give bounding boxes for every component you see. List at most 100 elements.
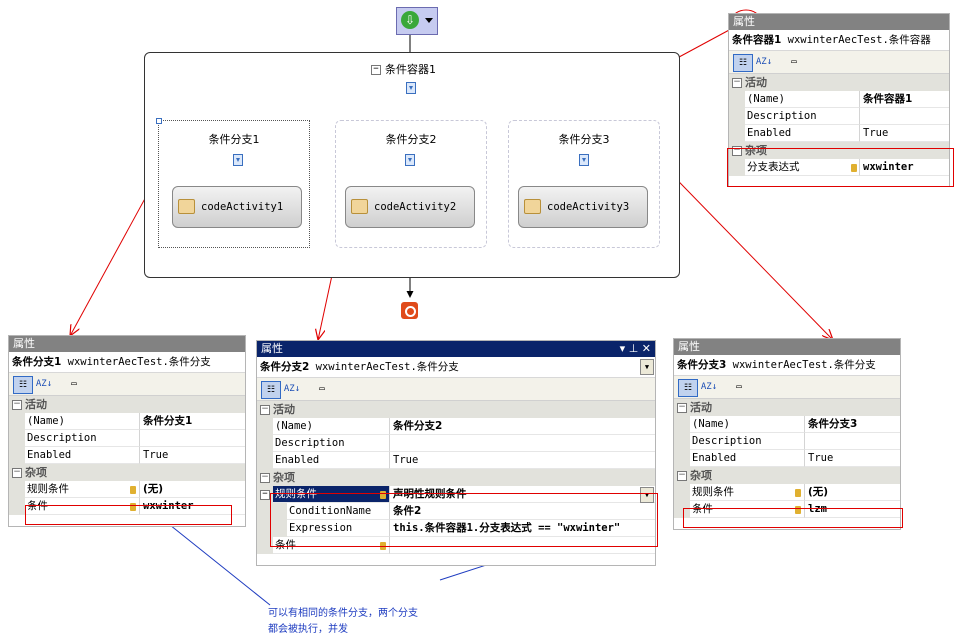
container-title: 条件容器1 [385, 63, 436, 76]
branch-title: 条件分支3 [558, 133, 610, 146]
activity-label: codeActivity2 [374, 201, 457, 213]
object-type: wxwinterAecTest.条件分支 [732, 359, 876, 371]
note-line-1: 可以有相同的条件分支，两个分支 [268, 608, 418, 619]
category-activity[interactable]: −活动 [9, 396, 245, 413]
lock-icon [130, 486, 136, 494]
panel-toolbar: ☷ AZ↓ ▭ [257, 378, 655, 401]
condition-branch-3[interactable]: 条件分支3 [508, 120, 660, 248]
categorized-icon[interactable]: ☷ [733, 54, 753, 72]
property-row[interactable]: (Name)条件分支3 [674, 416, 900, 433]
property-row[interactable]: (Name)条件分支1 [9, 413, 245, 430]
property-pages-icon[interactable]: ▭ [736, 382, 742, 392]
highlight-box [25, 505, 232, 525]
object-type: wxwinterAecTest.条件分支 [315, 361, 459, 373]
category-misc[interactable]: −杂项 [9, 464, 245, 481]
code-scroll-icon [178, 199, 195, 214]
object-name: 条件分支3 [677, 359, 727, 371]
object-selector[interactable]: 条件分支1 wxwinterAecTest.条件分支 [9, 352, 245, 373]
chevron-down-icon[interactable]: ▼ [640, 359, 654, 375]
panel-title: 属性 ▾ ⊥ ✕ [257, 341, 655, 357]
collapse-toggle-icon[interactable]: − [260, 490, 270, 500]
properties-panel-branch-2: 属性 ▾ ⊥ ✕ 条件分支2 wxwinterAecTest.条件分支 ▼ ☷ … [256, 340, 656, 566]
branch-title: 条件分支1 [208, 133, 260, 146]
object-name: 条件分支2 [260, 361, 310, 373]
property-pages-icon[interactable]: ▭ [71, 379, 77, 389]
code-activity-2[interactable]: codeActivity2 [345, 186, 475, 228]
object-type: wxwinterAecTest.条件容器 [787, 34, 931, 46]
condition-branch-2[interactable]: 条件分支2 [335, 120, 487, 248]
categorized-icon[interactable]: ☷ [261, 381, 281, 399]
note-line-2: 都会被执行，并发 [268, 624, 348, 635]
category-activity[interactable]: −活动 [257, 401, 655, 418]
property-row[interactable]: (Name)条件分支2 [257, 418, 655, 435]
object-name: 条件容器1 [732, 34, 782, 46]
alphabetical-icon[interactable]: AZ↓ [35, 379, 53, 389]
lock-icon [130, 503, 136, 511]
object-selector[interactable]: 条件容器1 wxwinterAecTest.条件容器 [729, 30, 949, 51]
panel-title: 属性 [9, 336, 245, 352]
object-name: 条件分支1 [12, 356, 62, 368]
category-activity[interactable]: −活动 [729, 74, 949, 91]
condition-branch-1[interactable]: 条件分支1 [156, 118, 310, 248]
collapse-toggle-icon[interactable]: − [371, 65, 381, 75]
property-pages-icon[interactable]: ▭ [319, 384, 325, 394]
end-activity-icon[interactable] [401, 302, 418, 319]
object-selector[interactable]: 条件分支2 wxwinterAecTest.条件分支 ▼ [257, 357, 655, 378]
lock-icon [851, 164, 857, 172]
highlight-box [270, 493, 658, 547]
code-activity-3[interactable]: codeActivity3 [518, 186, 648, 228]
alphabetical-icon[interactable]: AZ↓ [755, 57, 773, 67]
chevron-down-icon[interactable]: ▼ [640, 487, 654, 503]
property-row-rule-condition[interactable]: − 规则条件 声明性规则条件 ▼ [257, 486, 655, 503]
property-row[interactable]: 条件 [257, 537, 655, 554]
panel-title: 属性 [674, 339, 900, 355]
object-type: wxwinterAecTest.条件分支 [67, 356, 211, 368]
category-misc[interactable]: −杂项 [729, 142, 949, 159]
selection-handle[interactable] [156, 118, 162, 124]
property-row[interactable]: Description [9, 430, 245, 447]
annotation-note: 可以有相同的条件分支，两个分支 都会被执行，并发 [268, 606, 418, 638]
panel-toolbar: ☷ AZ↓ ▭ [9, 373, 245, 396]
category-misc[interactable]: −杂项 [674, 467, 900, 484]
connector-icon [405, 154, 415, 166]
dropdown-arrow-icon[interactable] [425, 18, 433, 23]
property-row[interactable]: Description [257, 435, 655, 452]
property-row[interactable]: Description [729, 108, 949, 125]
connector-icon [579, 154, 589, 166]
categorized-icon[interactable]: ☷ [13, 376, 33, 394]
lock-icon [795, 489, 801, 497]
property-row[interactable]: Description [674, 433, 900, 450]
lock-icon [380, 491, 386, 499]
property-row[interactable]: 规则条件(无) [674, 484, 900, 501]
connector-icon [406, 82, 416, 94]
panel-window-buttons[interactable]: ▾ ⊥ ✕ [619, 342, 651, 355]
property-row[interactable]: (Name)条件容器1 [729, 91, 949, 108]
connector-icon [233, 154, 243, 166]
properties-panel-branch-3: 属性 条件分支3 wxwinterAecTest.条件分支 ☷ AZ↓ ▭ −活… [673, 338, 901, 530]
property-row[interactable]: 规则条件(无) [9, 481, 245, 498]
category-activity[interactable]: −活动 [674, 399, 900, 416]
property-pages-icon[interactable]: ▭ [791, 57, 797, 67]
category-misc[interactable]: −杂项 [257, 469, 655, 486]
alphabetical-icon[interactable]: AZ↓ [283, 384, 301, 394]
categorized-icon[interactable]: ☷ [678, 379, 698, 397]
properties-panel-container: 属性 条件容器1 wxwinterAecTest.条件容器 ☷ AZ↓ ▭ −活… [728, 13, 950, 187]
panel-title: 属性 [729, 14, 949, 30]
alphabetical-icon[interactable]: AZ↓ [700, 382, 718, 392]
highlight-box [727, 148, 954, 187]
lock-icon [795, 506, 801, 514]
panel-toolbar: ☷ AZ↓ ▭ [674, 376, 900, 399]
code-scroll-icon [524, 199, 541, 214]
start-activity[interactable]: ⇩ [396, 7, 438, 35]
code-activity-1[interactable]: codeActivity1 [172, 186, 302, 228]
object-selector[interactable]: 条件分支3 wxwinterAecTest.条件分支 [674, 355, 900, 376]
